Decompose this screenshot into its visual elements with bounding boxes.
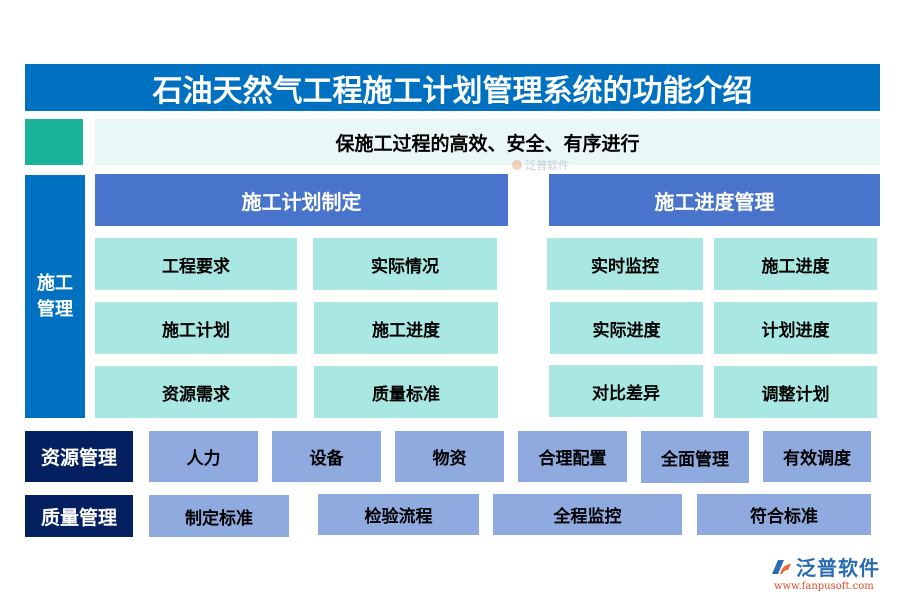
resource-management-label: 资源管理	[25, 431, 133, 482]
progress-item: 施工进度	[714, 238, 877, 290]
watermark-logo-icon	[512, 160, 522, 170]
plan-item: 质量标准	[314, 366, 498, 418]
quality-item: 制定标准	[149, 495, 289, 537]
resource-item: 全面管理	[641, 431, 749, 483]
brand-logo: 泛普软件 www.fanpusoft.com	[770, 552, 880, 592]
page-title: 石油天然气工程施工计划管理系统的功能介绍	[25, 64, 880, 111]
progress-header: 施工进度管理	[549, 174, 880, 226]
quality-item: 符合标准	[697, 494, 871, 535]
resource-item: 人力	[149, 431, 258, 482]
progress-item: 实时监控	[547, 238, 703, 290]
accent-block	[25, 119, 83, 165]
resource-item: 设备	[272, 431, 381, 482]
progress-item: 实际进度	[550, 302, 703, 354]
progress-item: 调整计划	[714, 366, 877, 418]
watermark: 泛普软件	[512, 157, 569, 173]
plan-header: 施工计划制定	[95, 174, 508, 226]
plan-item: 工程要求	[95, 238, 297, 290]
goal-banner: 保施工过程的高效、安全、有序进行	[95, 119, 880, 165]
plan-item: 施工计划	[95, 302, 297, 354]
plan-item: 施工进度	[314, 302, 498, 354]
fanpu-logo-icon	[772, 559, 791, 574]
quality-item: 全程监控	[493, 494, 682, 535]
progress-item: 对比差异	[549, 365, 703, 417]
plan-item: 资源需求	[95, 366, 297, 418]
plan-item: 实际情况	[313, 238, 497, 290]
construction-management-label: 施工 管理	[25, 175, 85, 418]
progress-item: 计划进度	[714, 302, 877, 354]
resource-item: 有效调度	[763, 431, 871, 482]
quality-item: 检验流程	[318, 494, 479, 535]
resource-item: 合理配置	[518, 431, 627, 482]
resource-item: 物资	[395, 431, 504, 482]
quality-management-label: 质量管理	[25, 495, 133, 537]
